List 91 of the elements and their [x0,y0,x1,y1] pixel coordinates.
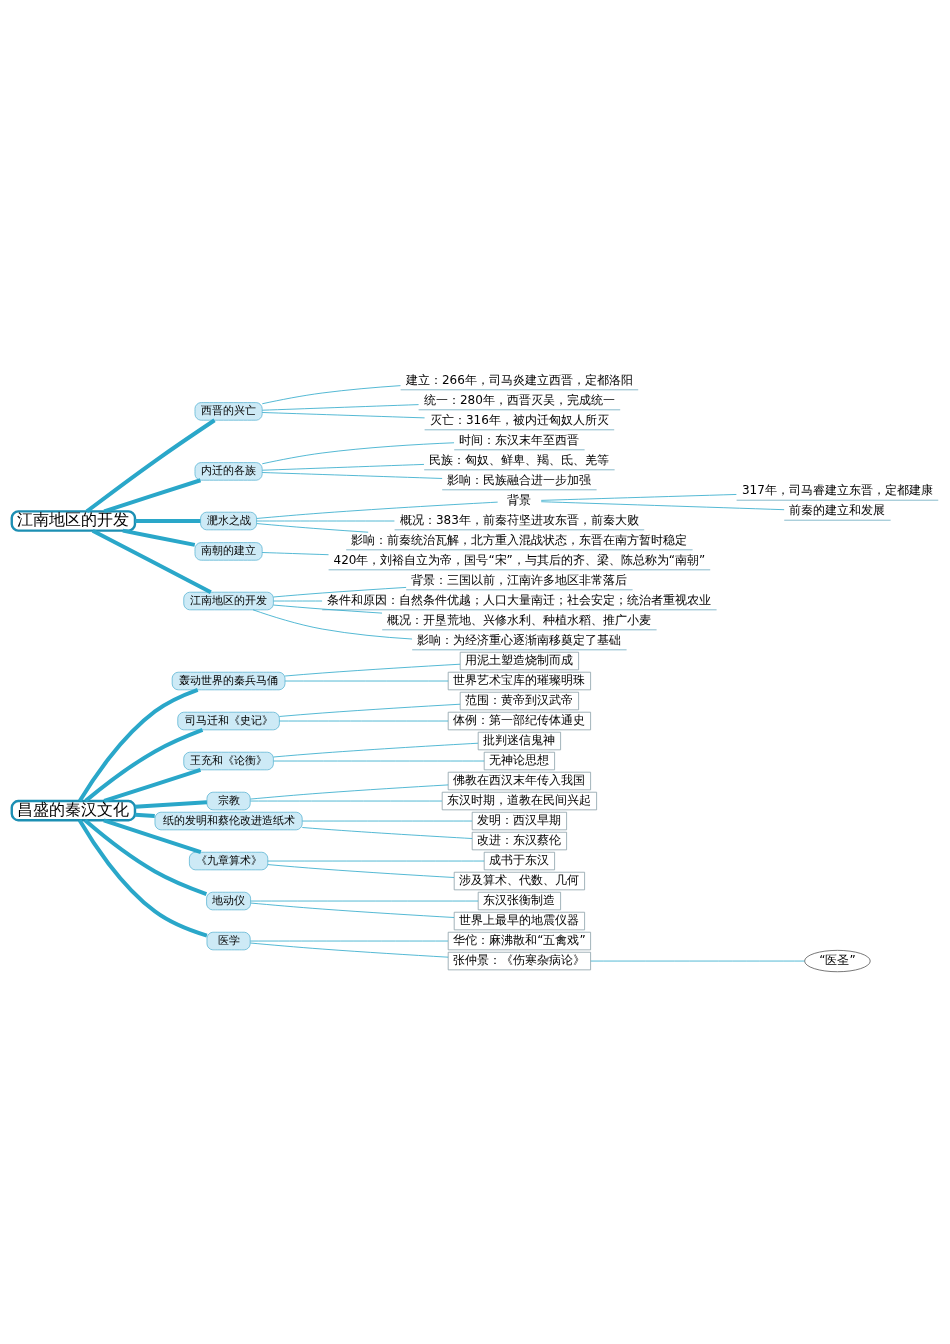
node-box: 范围：黄帝到汉武帝 [459,691,579,711]
connector [273,604,383,614]
connector [261,472,443,479]
node-box: 《九章算术》 [189,851,269,871]
node-text: 影响：民族融合进一步加强 [447,472,592,487]
node-box: 江南地区的开发 [10,510,137,532]
node-box: 地动仪 [206,891,251,911]
connector [134,812,155,819]
node-box: 张仲景：《伤寒杂病论》 [447,951,591,971]
connector [250,900,479,902]
connector [256,501,499,519]
node-text: 420年，刘裕自立为帝，国号“宋”，与其后的齐、梁、陈总称为“南朝” [333,552,706,567]
connector [279,703,461,717]
connector [103,478,202,514]
connector [252,609,413,640]
node-box: 体例：第一部纪传体通史 [447,711,591,731]
node-text: 概况：383年，前秦苻坚进攻东晋，前秦大败 [399,512,639,527]
connector [85,418,216,513]
node-box: 西晋的兴亡 [194,402,263,421]
connector [135,519,201,523]
connector [250,902,455,918]
node-text: 时间：东汉末年至西晋 [459,432,580,447]
node-box: 南朝的建立 [194,542,263,561]
connector [250,784,449,800]
node-box: 批判迷信鬼神 [477,731,561,751]
node-box: 淝水之战 [200,511,257,531]
node-box: 纸的发明和蔡伦改进造纸术 [154,811,303,831]
node-ellipse: “医圣” [804,949,871,973]
connector [103,818,202,855]
connector [301,827,473,839]
node-text: 统一：280年，西晋灭吴，完成统一 [423,392,615,407]
connector [261,552,329,556]
connector [78,687,199,802]
node-text: 317年，司马睿建立东晋，定都建康 [741,483,933,498]
connector [273,742,479,758]
connector [540,501,785,511]
node-text: 影响：前秦统治瓦解，北方重入混战状态，东晋在南方暂时稳定 [351,532,688,547]
node-box: 成书于东汉 [483,851,555,871]
node-box: 用泥土塑造烧制而成 [459,651,579,671]
node-box: 无神论思想 [483,751,555,771]
connector [250,942,449,958]
connector [273,760,485,762]
connector [84,728,204,803]
connector [122,528,196,547]
connector [273,600,323,602]
connector [83,818,208,896]
node-text: 民族：匈奴、鲜卑、羯、氐、羌等 [429,452,610,467]
node-box: 昌盛的秦汉文化 [10,799,137,822]
connector [261,464,425,471]
node-box: 内迁的各族 [194,462,263,481]
node-box: 轰动世界的秦兵马俑 [171,671,286,691]
node-box: 发明：西汉早期 [471,811,567,831]
connector [540,494,737,501]
node-box: 涉及算术、代数、几何 [453,871,585,891]
node-text: 建立：266年，司马炎建立西晋，定都洛阳 [405,372,633,387]
connector [261,385,401,405]
connector [279,720,449,722]
connector [261,412,425,419]
connector [91,528,212,594]
node-box: 东汉张衡制造 [477,891,561,911]
node-text: 前秦的建立和发展 [789,503,886,518]
connector [134,800,208,809]
connector [261,404,419,411]
connector [284,663,461,677]
connector [103,767,202,803]
connector [77,819,208,938]
node-box: 宗教 [206,791,251,811]
node-box: 华佗：麻沸散和“五禽戏” [447,931,591,951]
connector [267,864,455,878]
node-box: 改进：东汉蔡伦 [471,831,567,851]
connector [250,940,449,942]
node-text: 影响：为经济重心逐渐南移奠定了基础 [417,632,622,647]
connector [273,587,407,598]
node-box: 佛教在西汉末年传入我国 [447,771,591,791]
node-box: 世界上最早的地震仪器 [453,911,585,931]
node-box: 司马迁和《史记》 [177,711,280,731]
connector [250,800,443,802]
node-text: 背景：三国以前，江南许多地区非常落后 [411,572,628,587]
node-text: 灭亡：316年，被内迁匈奴人所灭 [429,412,609,427]
node-text: 背景 [507,492,532,507]
node-box: 王充和《论衡》 [183,751,274,771]
node-box: 医学 [206,931,251,951]
connector [256,523,369,533]
connector [261,442,455,465]
node-box: 东汉时期，道教在民间兴起 [441,791,597,811]
connector [256,520,395,522]
node-box: 江南地区的开发 [183,591,274,611]
node-text: 概况：开垦荒地、兴修水利、种植水稻、推广小麦 [387,612,652,627]
node-text: 条件和原因：自然条件优越；人口大量南迁；社会安定；统治者重视农业 [327,592,712,607]
node-box: 世界艺术宝库的璀璨明珠 [447,671,591,691]
connector [590,960,805,962]
